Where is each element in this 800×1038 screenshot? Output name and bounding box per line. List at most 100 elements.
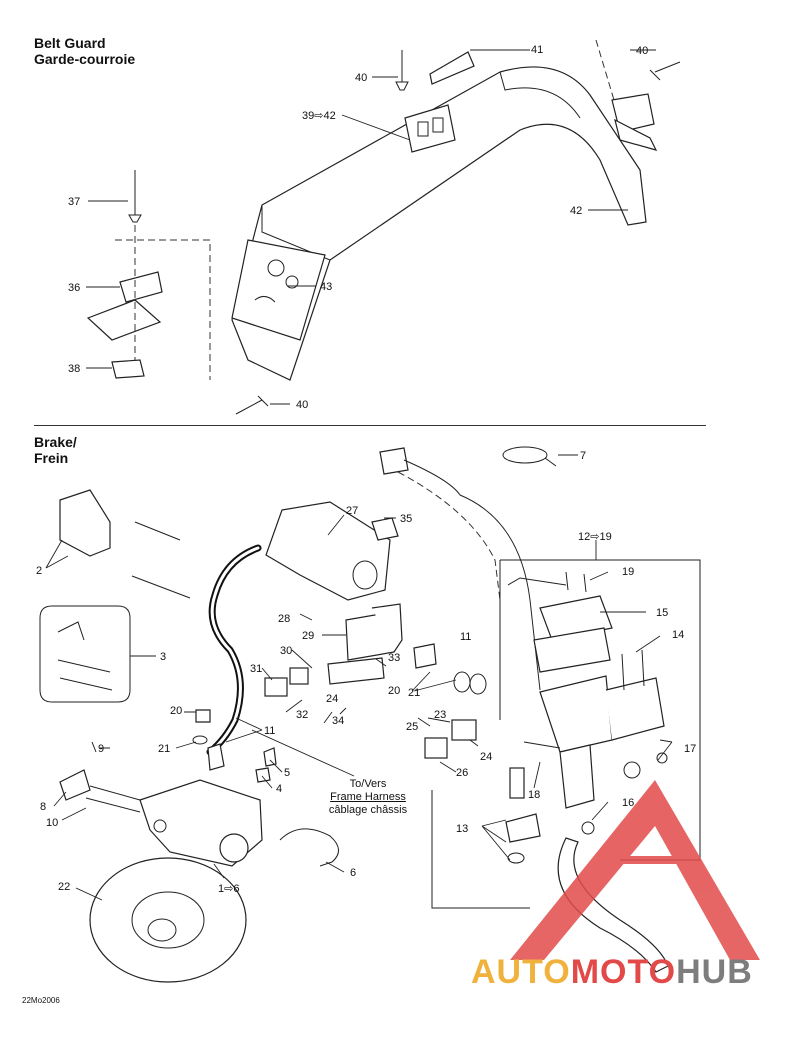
belt-guard-leaders [86,49,656,405]
callout-20-left: 20 [170,705,182,717]
clip-6 [279,828,339,867]
reservoir-cap-15 [539,595,613,641]
harness-line-2: Frame Harness [330,791,406,803]
callout-24-right: 24 [480,751,492,763]
rivet-37 [128,170,142,223]
frame-harness-note: To/Vers Frame Harness câblage châssis [318,778,418,817]
brake-hose-core [208,546,260,754]
washer-13 [507,852,525,864]
rivet-40-bottom [235,395,269,415]
guard-dash-frame [115,239,211,380]
brake-leaders [45,454,673,901]
callout-40-right: 40 [636,45,648,57]
belt-guard-edge [261,205,331,261]
callout-25: 25 [406,721,418,733]
harness-route [397,471,501,601]
belt-guard-title-en: Belt Guard [34,35,106,51]
drawing-reference: 22Mo2006 [22,996,60,1005]
latch-block [404,104,456,153]
window-arrow [254,296,276,303]
callout-42: 42 [570,205,582,217]
callout-26: 26 [456,767,468,779]
callout-32: 32 [296,709,308,721]
harness-wire [403,459,541,691]
watermark-text: AUTOMOTOHUB [471,953,753,992]
harness-line-3: câblage châssis [328,804,408,816]
callout-43: 43 [320,281,332,293]
rivet-40-top [395,50,409,91]
callout-31: 31 [250,663,262,675]
bracket-36 [119,271,163,303]
brake-title-fr: Frein [34,450,69,466]
latch-slot [417,121,429,137]
push-rod-18 [523,741,561,749]
callout-15: 15 [656,607,668,619]
window-fastener-2 [285,275,299,289]
nut-9 [91,741,97,753]
cable-tie-7 [502,446,548,464]
bolt-8 [59,769,91,801]
clamp-14 [605,677,665,741]
callout-14: 14 [672,629,684,641]
banjo-bolt-20b [413,643,437,669]
callout-37: 37 [68,196,80,208]
bracket-2 [59,489,111,557]
disc-bore [147,918,177,942]
callout-3: 3 [160,651,166,663]
callout-34: 34 [332,715,344,727]
belt-guard-window [231,239,326,341]
decal-35 [371,517,399,541]
harness-line-1: To/Vers [349,778,387,790]
callout-21-left: 21 [158,743,170,755]
callout-10: 10 [46,817,58,829]
callout-11: 11 [460,631,471,643]
callout-40: 40 [355,72,367,84]
window-fastener [267,259,285,277]
belt-guard-title-fr: Garde-courroie [34,51,136,67]
callout-35: 35 [400,513,412,525]
callout-36: 36 [68,282,80,294]
callout-20: 20 [388,685,400,697]
screw-19-head [507,577,567,586]
callout-18: 18 [528,789,540,801]
rivet-40-right [649,61,681,81]
bleeder-5 [263,747,277,767]
callout-4: 4 [276,783,282,795]
callout-41: 41 [531,44,543,56]
harness-plug [379,447,409,475]
callout-16: 16 [622,797,634,809]
caliper-bolt [153,819,167,833]
watermark-moto: MOTO [570,953,677,991]
latch-slot-2 [432,117,444,133]
connector-30 [289,667,309,685]
lever-pivot-13 [505,813,541,843]
bushing-17 [623,761,641,779]
pad-36 [86,299,162,341]
caliper-bracket-10 [85,785,141,813]
callout-30: 30 [280,645,292,657]
callout-17: 17 [684,743,696,755]
callout-29: 29 [302,630,314,642]
callout-40-bottom: 40 [296,399,308,411]
plate-38 [111,359,145,379]
callout-39-42: 39⇨42 [302,110,336,122]
callout-22: 22 [58,881,70,893]
pivot-bolt-13 [509,767,525,799]
belt-guard-top-edge [499,71,581,119]
screws-19 [565,571,587,593]
reservoir-gasket [533,627,611,673]
callout-8: 8 [40,801,46,813]
callout-6: 6 [350,867,356,879]
assembly-frame-bottom [431,790,530,909]
belt-guard-title: Belt Guard Garde-courroie [34,35,135,67]
washer-21c [469,673,487,695]
cover-27 [265,501,391,601]
callout-19: 19 [622,566,634,578]
callout-21: 21 [408,687,420,699]
callout-27: 27 [346,505,358,517]
circlip-17 [656,752,668,764]
callout-9: 9 [98,743,104,755]
callout-38: 38 [68,363,80,375]
callout-23: 23 [434,709,446,721]
